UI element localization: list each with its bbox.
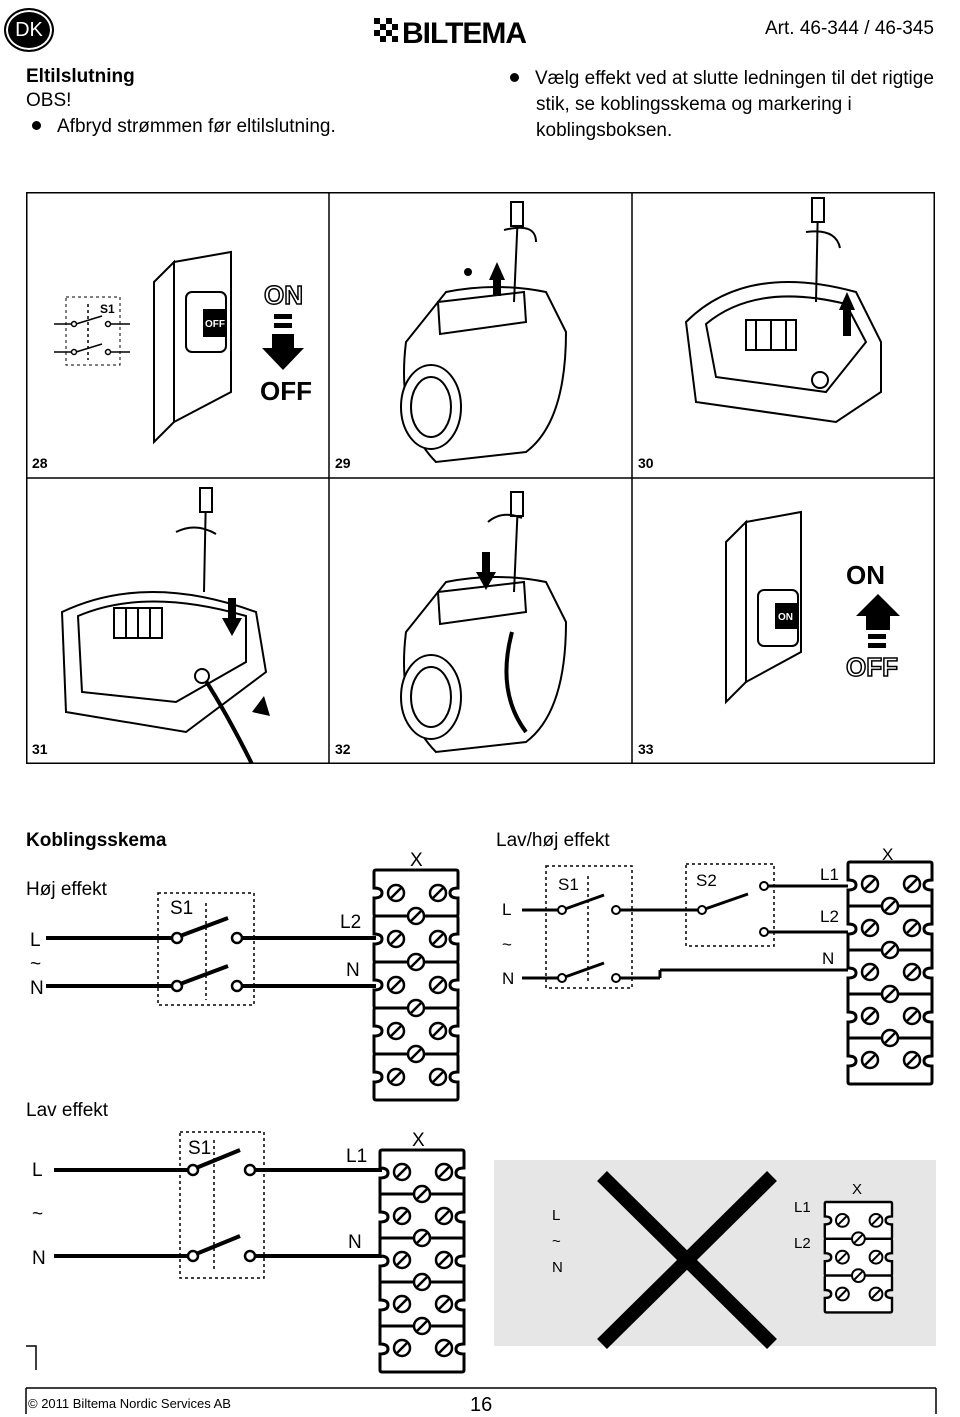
diagram-title: Lav/høj effekt [496,830,610,851]
label-N: N [30,978,44,999]
output-L2: L2 [794,1235,811,1252]
diagram-wrong: L ~ N L1 L2 X [494,1160,936,1349]
step-label: 28 [32,455,48,471]
output-N: N [346,960,360,981]
diagram-title: Høj effekt [26,879,108,900]
terminal-X: X [852,1181,862,1198]
label-L: L [502,900,511,919]
diagram-title: Lav effekt [26,1100,109,1121]
step-30-illustration [684,197,882,424]
output-L1: L1 [794,1199,811,1216]
cross-mark [597,1171,777,1349]
article-number: Art. 46-344 / 46-345 [765,18,934,39]
on-label: ON [264,280,303,310]
step-label: 31 [32,741,48,757]
step-label: 29 [335,455,351,471]
step-33-illustration: ON ON OFF [725,510,900,705]
off-label: OFF [846,652,898,682]
instruction-bullet: Vælg effekt ved at slutte ledningen til … [508,66,960,144]
diagram-low: Lav effekt L ~ N S1 L1 N X [26,1100,466,1374]
language-badge: DK [4,8,54,52]
terminal-block [823,1200,894,1314]
section-heading: Eltilslutning [26,66,135,87]
on-label: ON [846,560,885,590]
label-L: L [32,1160,43,1181]
terminal-X: X [410,850,423,871]
output-L1: L1 [820,865,839,884]
footer-rule [25,1387,937,1414]
svg-text:ON: ON [778,612,793,623]
off-label: OFF [260,376,312,406]
diagram-high: Høj effekt L ~ N S1 L2 N X [26,850,460,1102]
terminal-X: X [882,845,893,864]
output-N: N [822,949,834,968]
step-label: 32 [335,741,351,757]
step-28-illustration: S1 OFF ON OFF [54,250,312,445]
label-tilde: ~ [552,1233,561,1250]
label-L: L [30,930,41,951]
warning-bullet: Afbryd strømmen før eltilslutning. [26,116,336,138]
output-L2: L2 [820,907,839,926]
warning-text: Afbryd strømmen før eltilslutning. [57,116,336,137]
label-N: N [32,1248,46,1269]
switch-label: S2 [696,871,717,890]
copyright: © 2011 Biltema Nordic Services AB [28,1396,231,1411]
switch-label: S1 [100,302,115,316]
step-illustrations: S1 OFF ON OFF [26,192,935,765]
label-tilde: ~ [502,935,512,954]
step-label: 33 [638,741,654,757]
step-31-illustration [60,487,270,765]
step-32-illustration [400,491,568,754]
label-N: N [552,1259,563,1276]
switch-label: S1 [188,1138,211,1159]
terminal-block [846,860,934,1086]
brand-name: BILTEMA [402,17,526,48]
label-tilde: ~ [30,954,41,975]
step-label: 30 [638,455,654,471]
terminal-X: X [412,1130,425,1151]
output-N: N [348,1232,362,1253]
label-L: L [552,1207,560,1224]
diagram-section-title: Koblingsskema [26,830,167,851]
output-L2: L2 [340,912,361,933]
terminal-block [378,1148,466,1374]
svg-text:OFF: OFF [205,319,225,330]
step-29-illustration [400,201,568,464]
output-L1: L1 [346,1146,367,1167]
diagram-lowhigh: Lav/høj effekt L ~ N S1 S2 L1 L2 N X [496,830,934,1086]
label-tilde: ~ [32,1204,43,1225]
switch-label: S1 [558,875,579,894]
terminal-block [372,868,460,1102]
label-N: N [502,969,514,988]
brand-logo: BILTEMA [374,14,588,50]
wiring-diagrams: Koblingsskema Høj effekt L ~ N S1 L2 N X [26,830,936,1374]
page-number: 16 [470,1394,493,1416]
switch-label: S1 [170,898,193,919]
instruction-text: Vælg effekt ved at slutte ledningen til … [535,68,934,141]
obs-label: OBS! [26,90,72,111]
